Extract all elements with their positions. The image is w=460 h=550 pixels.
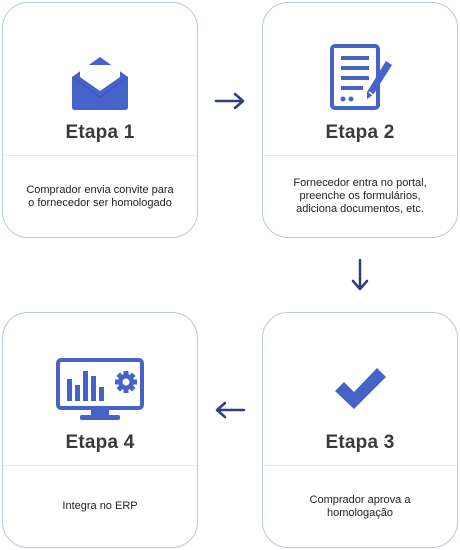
arrow-left-icon	[215, 401, 246, 419]
step-title: Etapa 1	[65, 122, 135, 143]
divider	[3, 465, 197, 466]
arrow-right-icon	[214, 92, 245, 110]
step-card-4: Etapa 4 Integra no ERP	[2, 312, 198, 548]
divider	[3, 155, 197, 156]
step-card-3: Etapa 3 Comprador aprova a homologação	[262, 312, 458, 548]
form-pen-icon	[330, 44, 392, 110]
checkmark-icon	[335, 368, 386, 409]
step-card-1: Etapa 1 Comprador envia convite para o f…	[2, 2, 198, 238]
step-description: Fornecedor entra no portal, preenche os …	[293, 177, 427, 215]
step-title: Etapa 2	[325, 122, 395, 143]
step-description: Comprador envia convite para o fornecedo…	[26, 183, 174, 209]
step-description: Comprador aprova a homologação	[309, 493, 411, 519]
envelope-icon	[71, 57, 129, 110]
step-description: Integra no ERP	[62, 500, 138, 512]
divider	[263, 465, 457, 466]
step-card-header: Etapa 3	[263, 313, 457, 465]
step-card-header: Etapa 1	[3, 3, 197, 155]
step-title: Etapa 4	[65, 432, 135, 453]
step-card-header: Etapa 4	[3, 313, 197, 465]
step-title: Etapa 3	[325, 432, 395, 453]
arrow-down-icon	[351, 258, 369, 291]
step-card-2: Etapa 2 Fornecedor entra no portal, pree…	[262, 2, 458, 238]
monitor-chart-gear-icon	[56, 358, 144, 420]
divider	[263, 155, 457, 156]
step-card-header: Etapa 2	[263, 3, 457, 155]
